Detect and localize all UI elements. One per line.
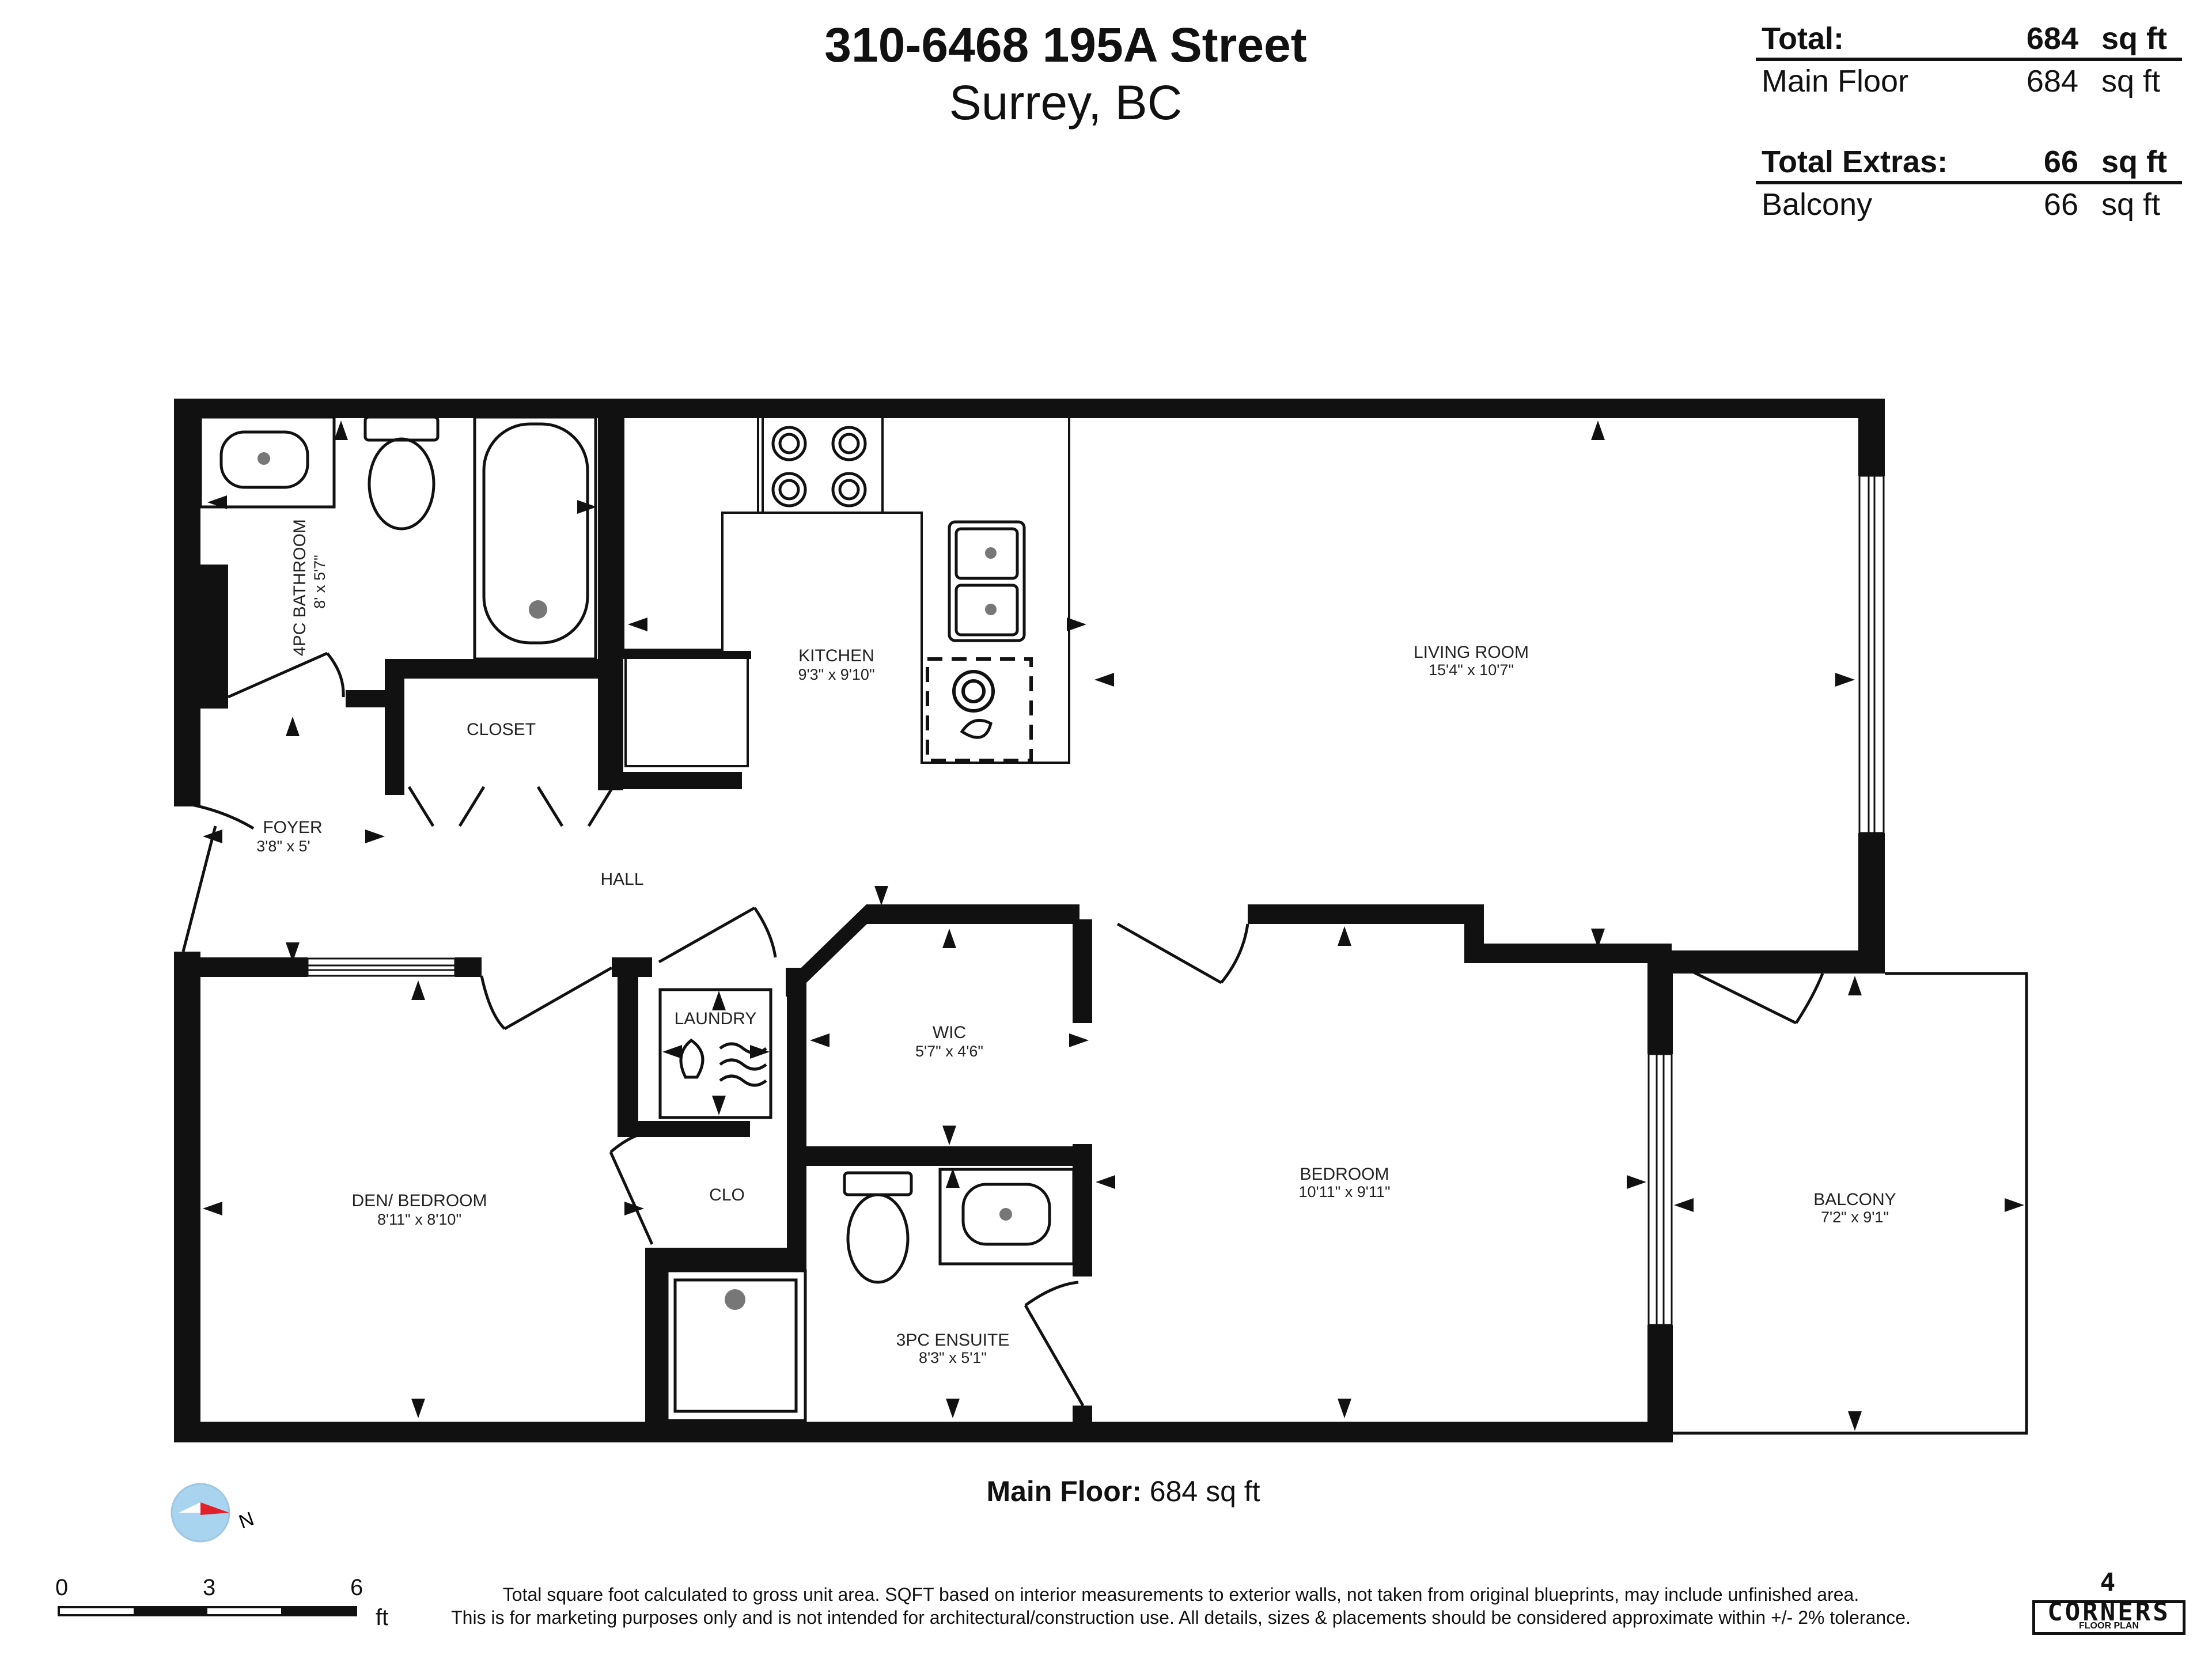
main-floor-label: Main Floor [1762, 64, 1909, 99]
room-labels: 4PC BATHROOM 8' x 5'7" KITCHEN 9'3" x 9'… [256, 519, 1896, 1366]
total-extras-value: 66 [2043, 145, 2078, 179]
foyer-label: FOYER [263, 818, 322, 837]
address-title: 310-6468 195A Street [824, 18, 1307, 72]
stove-icon [771, 426, 867, 507]
bathroom-dims: 8' x 5'7" [311, 555, 328, 608]
clo-label: CLO [709, 1185, 745, 1205]
main-floor-unit: sq ft [2101, 64, 2161, 99]
ensuite-dims: 8'3" x 5'1" [919, 1349, 987, 1366]
total-unit: sq ft [2101, 21, 2167, 56]
scale-tick-6: 6 [350, 1575, 363, 1600]
bedroom-label: BEDROOM [1300, 1165, 1389, 1184]
bedroom-dims: 10'11" x 9'11" [1298, 1183, 1390, 1200]
walls [174, 399, 1885, 1442]
main-floor-row: Main Floor 684 sq ft [1756, 60, 2182, 105]
total-extras-row: Total Extras: 66 sq ft [1756, 141, 2182, 185]
doors [181, 652, 1824, 1407]
summary-divider [1756, 58, 2182, 61]
balcony-unit: sq ft [2101, 187, 2161, 222]
balcony-label: Balcony [1762, 187, 1873, 222]
foyer-dims: 3'8" x 5' [256, 838, 310, 855]
logo-subtext: FLOOR PLAN [2079, 1621, 2139, 1631]
total-row: Total: 684 sq ft [1756, 17, 2182, 62]
kitchen-counters [622, 416, 1070, 767]
bathroom-fixtures [199, 415, 597, 661]
scale-bar [58, 1606, 357, 1616]
main-floor-value: 684 [2026, 64, 2078, 99]
total-extras-unit: sq ft [2101, 145, 2167, 179]
balcony-outline [1673, 972, 2028, 1435]
laundry-label: LAUNDRY [675, 1009, 757, 1028]
disclaimer-line-1: Total square foot calculated to gross un… [502, 1584, 1859, 1605]
den-label: DEN/ BEDROOM [351, 1191, 487, 1210]
hall-label: HALL [600, 870, 643, 889]
scale-tick-3: 3 [203, 1575, 216, 1600]
disclaimer-line-2: This is for marketing purposes only and … [451, 1607, 1911, 1628]
main-floor-caption-label: Main Floor: [986, 1475, 1142, 1508]
bathroom-label: 4PC BATHROOM [290, 519, 309, 656]
dimension-arrows [203, 421, 2024, 1431]
wic-label: WIC [933, 1023, 966, 1042]
extras-divider [1756, 181, 2182, 184]
ensuite-fixtures [665, 1168, 1075, 1422]
balcony-value: 66 [2043, 187, 2078, 222]
laundry-icon [658, 988, 772, 1119]
main-floor-caption-value: 684 sq ft [1149, 1475, 1260, 1508]
north-label: N [236, 1508, 257, 1533]
den-dims: 8'11" x 8'10" [377, 1211, 461, 1228]
living-room-dims: 15'4" x 10'7" [1429, 661, 1514, 679]
wic-dims: 5'7" x 4'6" [915, 1043, 983, 1060]
balcony-room-label: BALCONY [1813, 1190, 1896, 1209]
balcony-row: Balcony 66 sq ft [1756, 183, 2182, 228]
total-label: Total: [1762, 21, 1844, 56]
living-room-label: LIVING ROOM [1414, 643, 1529, 662]
scale-tick-0: 0 [55, 1575, 69, 1600]
kitchen-dims: 9'3" x 9'10" [798, 666, 874, 683]
company-logo: 4 CORNERS FLOOR PLAN [2032, 1568, 2186, 1636]
city-subtitle: Surrey, BC [949, 75, 1183, 130]
windows [306, 475, 1885, 1326]
closet-label: CLOSET [467, 720, 536, 739]
logo-ruler-box [2032, 1600, 2186, 1635]
kitchen-sink-icon [948, 520, 1026, 642]
total-value: 684 [2026, 21, 2078, 56]
kitchen-label: KITCHEN [798, 646, 874, 665]
total-extras-label: Total Extras: [1762, 145, 1948, 179]
scale-unit: ft [376, 1605, 389, 1630]
main-floor-caption: Main Floor: 684 sq ft [864, 1475, 1382, 1508]
dishwasher-icon [926, 657, 1033, 762]
ensuite-label: 3PC ENSUITE [896, 1331, 1010, 1350]
north-arrow-icon: N [171, 1483, 257, 1543]
balcony-room-dims: 7'2" x 9'1" [1821, 1209, 1889, 1226]
